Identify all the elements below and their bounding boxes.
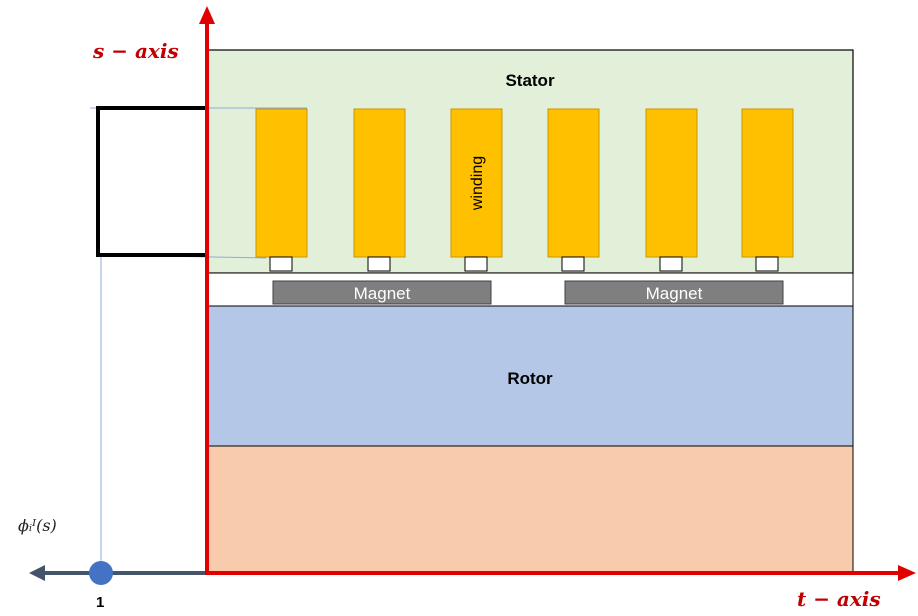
winding-4 <box>547 108 600 258</box>
slot-opening-4 <box>561 256 585 272</box>
magnet-2 <box>564 280 784 305</box>
arrow-up-icon <box>199 6 215 24</box>
winding-5 <box>645 108 698 258</box>
slot-opening-1 <box>269 256 293 272</box>
winding-1 <box>255 108 308 258</box>
rotor-region <box>206 305 854 447</box>
phi-label: ϕᵢᴵ(s) <box>18 516 57 535</box>
arrow-right-icon <box>898 565 916 581</box>
windings <box>255 108 794 258</box>
t-axis-label: t − axis <box>797 587 881 611</box>
winding-2 <box>353 108 406 258</box>
slot-opening-6 <box>755 256 779 272</box>
slot-openings <box>269 256 779 272</box>
arrow-left-icon <box>29 565 45 581</box>
slot-opening-5 <box>659 256 683 272</box>
winding-6 <box>741 108 794 258</box>
magnet-1 <box>272 280 492 305</box>
marker-dot <box>89 561 113 585</box>
bottom-region <box>206 445 854 574</box>
unit-value-label: 1 <box>96 594 104 611</box>
winding-3 <box>450 108 503 258</box>
magnet-2-label: Magnet <box>646 284 703 303</box>
slot-opening-3 <box>464 256 488 272</box>
winding-label: winding <box>469 156 486 211</box>
slot-opening-2 <box>367 256 391 272</box>
rotor-label: Rotor <box>507 369 553 388</box>
stator-label: Stator <box>505 71 555 90</box>
magnet-1-label: Magnet <box>354 284 411 303</box>
s-axis-label: s − axis <box>92 39 179 63</box>
flux-profile <box>96 106 205 257</box>
